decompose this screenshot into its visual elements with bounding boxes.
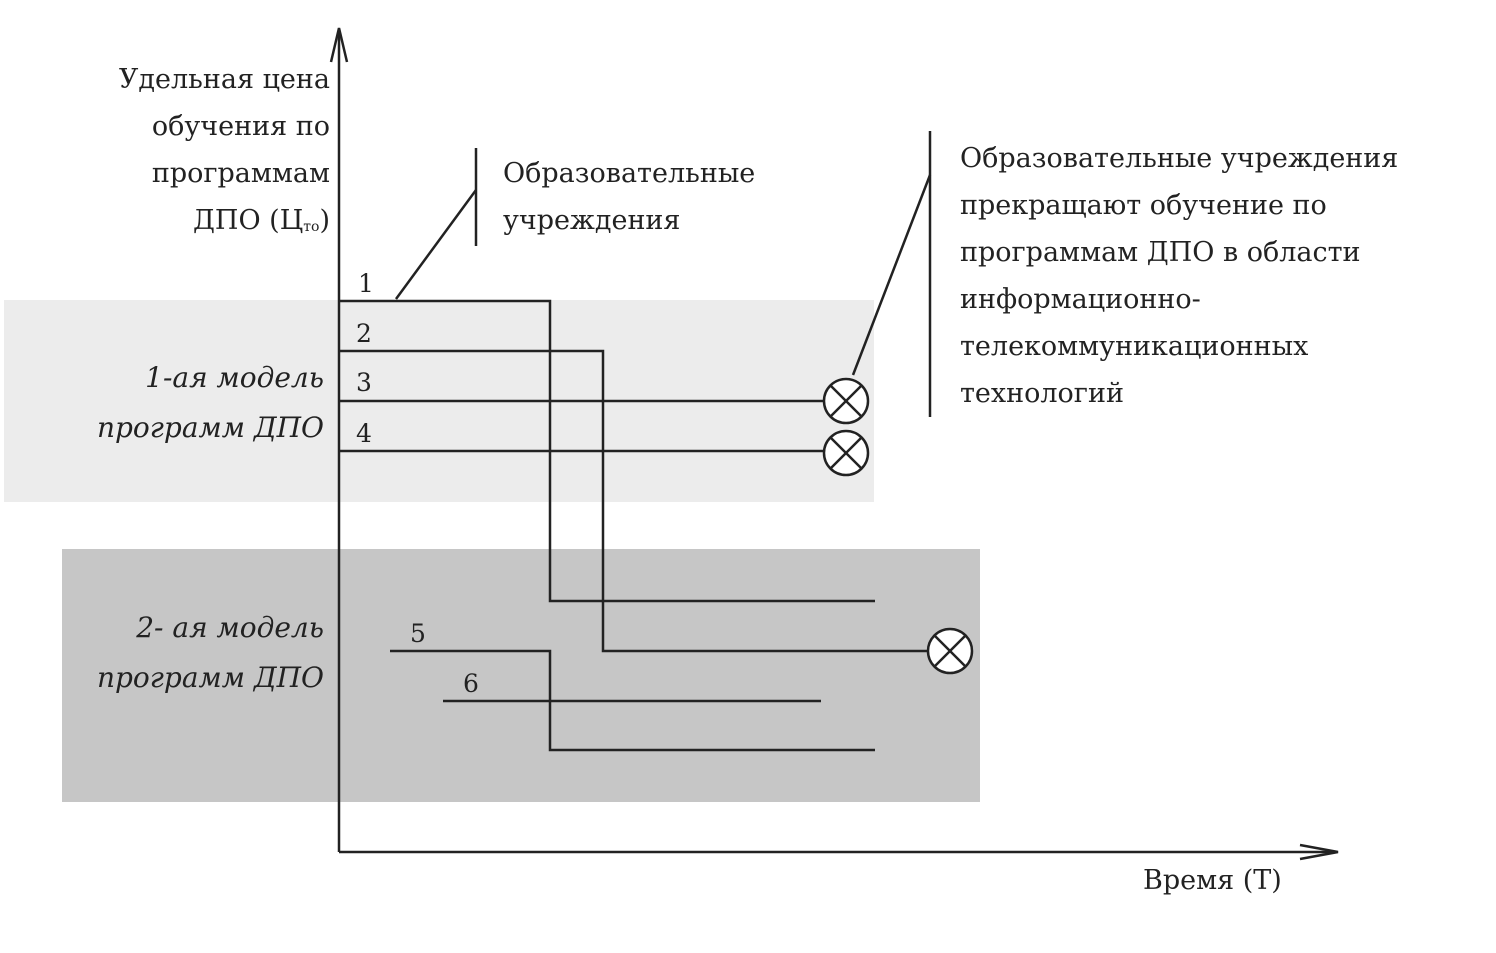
annotation-1-line-1: Образовательные [503,158,756,189]
annotation-1-leader [394,189,478,300]
line-number-6: 6 [463,669,479,698]
y-axis-label-subscript: то [303,219,320,235]
annotation-1-line-2: учреждения [503,205,681,236]
y-axis-label: Удельная цена обучения по программам ДПО… [119,56,330,244]
annotation-2-line-6: технологий [960,378,1124,409]
model-2-label: 2- ая модель программ ДПО [97,603,324,703]
model-1-label-line-1: 1-ая модель [145,361,324,394]
y-axis-arrow [329,27,349,63]
annotation-2-line-4: информационно- [960,284,1201,315]
model-1-label-line-2: программ ДПО [96,411,324,444]
annotation-2-line-1: Образовательные учреждения [960,143,1399,174]
model-2-band [62,549,980,802]
line-number-3: 3 [356,368,372,397]
annotation-2-line-2: прекращают обучение по [960,190,1327,221]
termination-marker-line-4 [822,429,870,477]
model-2-label-line-1: 2- ая модель [136,611,324,644]
y-axis-label-tail: ) [319,205,330,236]
y-axis-label-line-2: обучения по [151,111,330,142]
x-axis-arrow [1299,843,1339,861]
y-axis-label-line-1: Удельная цена [118,64,330,95]
annotation-2-line-5: телекоммуникационных [960,331,1309,362]
line-number-4: 4 [356,419,372,448]
annotation-2-leader [851,174,932,376]
model-1-label: 1-ая модель программ ДПО [97,353,324,453]
line-number-5: 5 [410,619,426,648]
annotation-1: Образовательные учреждения [503,150,755,244]
y-axis-label-line-4-text: ДПО (Ц [192,205,304,236]
x-axis-label: Время (Т) [1143,865,1282,896]
annotation-2-line-3: программам ДПО в области [960,237,1361,268]
line-number-1: 1 [358,269,374,298]
line-number-2: 2 [356,319,372,348]
annotation-2: Образовательные учреждения прекращают об… [960,135,1398,417]
termination-marker-line-2 [926,627,974,675]
y-axis-label-line-3: программам [151,158,330,189]
y-axis-label-line-4: ДПО (Цто) [119,197,330,244]
termination-marker-line-3 [822,377,870,425]
price-line-2 [339,349,928,653]
model-2-label-line-2: программ ДПО [96,661,324,694]
